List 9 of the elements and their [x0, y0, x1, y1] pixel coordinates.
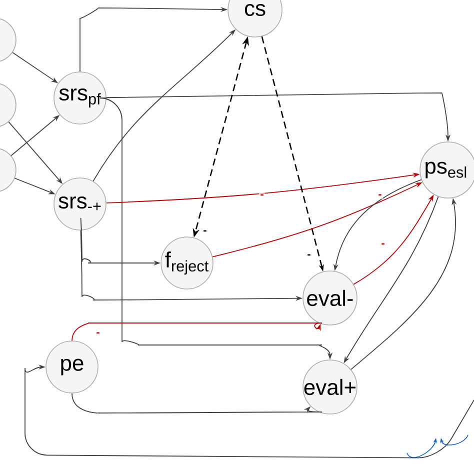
edge-label: -	[259, 193, 265, 199]
arrow	[72, 322, 322, 342]
edge-label: -	[380, 242, 386, 248]
edge-label: -	[202, 229, 208, 235]
arrow	[24, 364, 474, 458]
arrow	[72, 392, 322, 414]
edge-label: -	[377, 193, 383, 199]
edge-label: -	[95, 331, 101, 337]
edge-label: -	[306, 253, 312, 259]
